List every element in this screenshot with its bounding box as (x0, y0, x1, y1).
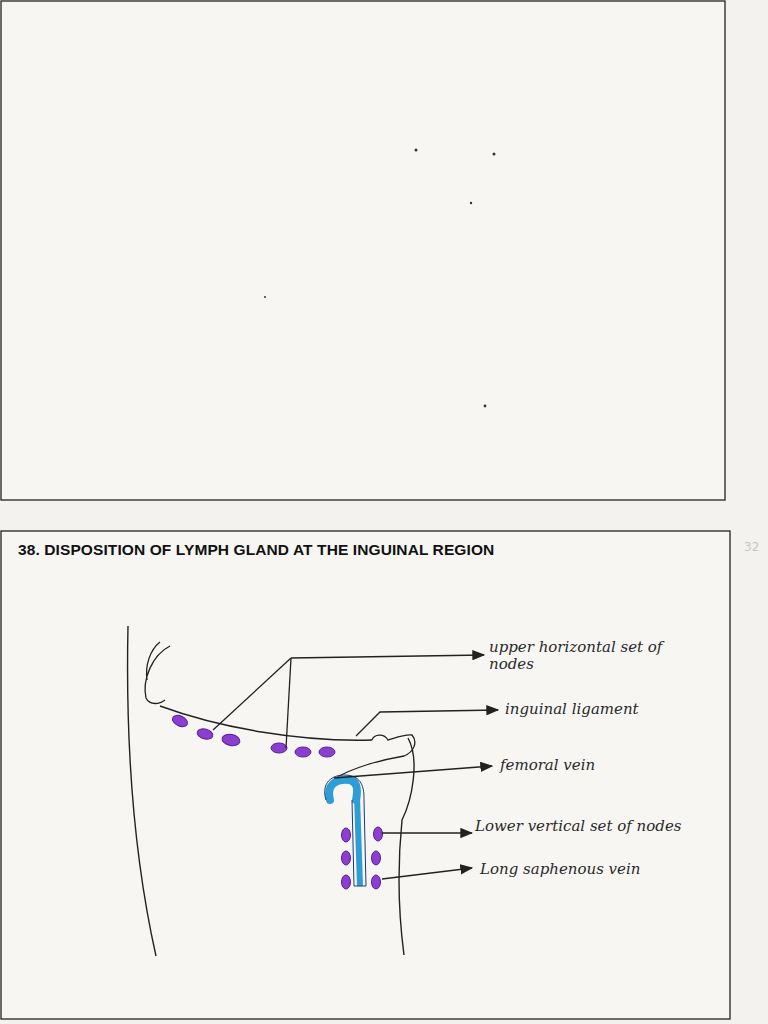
diagram-title: 38. DISPOSITION OF LYMPH GLAND AT THE IN… (18, 541, 718, 559)
part-label: Long saphenous vein (480, 861, 690, 878)
part-label: inguinal ligament (505, 701, 725, 718)
iliac-spine (145, 642, 170, 704)
part-label: Lower vertical set of nodes (475, 818, 735, 835)
part-label: upper horizontal set of nodes (489, 639, 694, 673)
leader-lines (213, 655, 498, 879)
bottom-frame (1, 531, 730, 1019)
page-number: 32 (744, 540, 768, 554)
faint-marks (264, 149, 496, 408)
part-label: femoral vein (500, 757, 720, 774)
abdomen-outline (128, 626, 156, 956)
saphenous-vein (357, 796, 360, 886)
lymph-nodes (171, 713, 383, 889)
top-frame (1, 1, 725, 500)
thigh-outline (399, 738, 414, 955)
femoral-vein (329, 780, 357, 800)
inguinal-ligament (160, 706, 372, 740)
vein-outline (325, 775, 366, 886)
pubic-tubercle (336, 735, 415, 778)
